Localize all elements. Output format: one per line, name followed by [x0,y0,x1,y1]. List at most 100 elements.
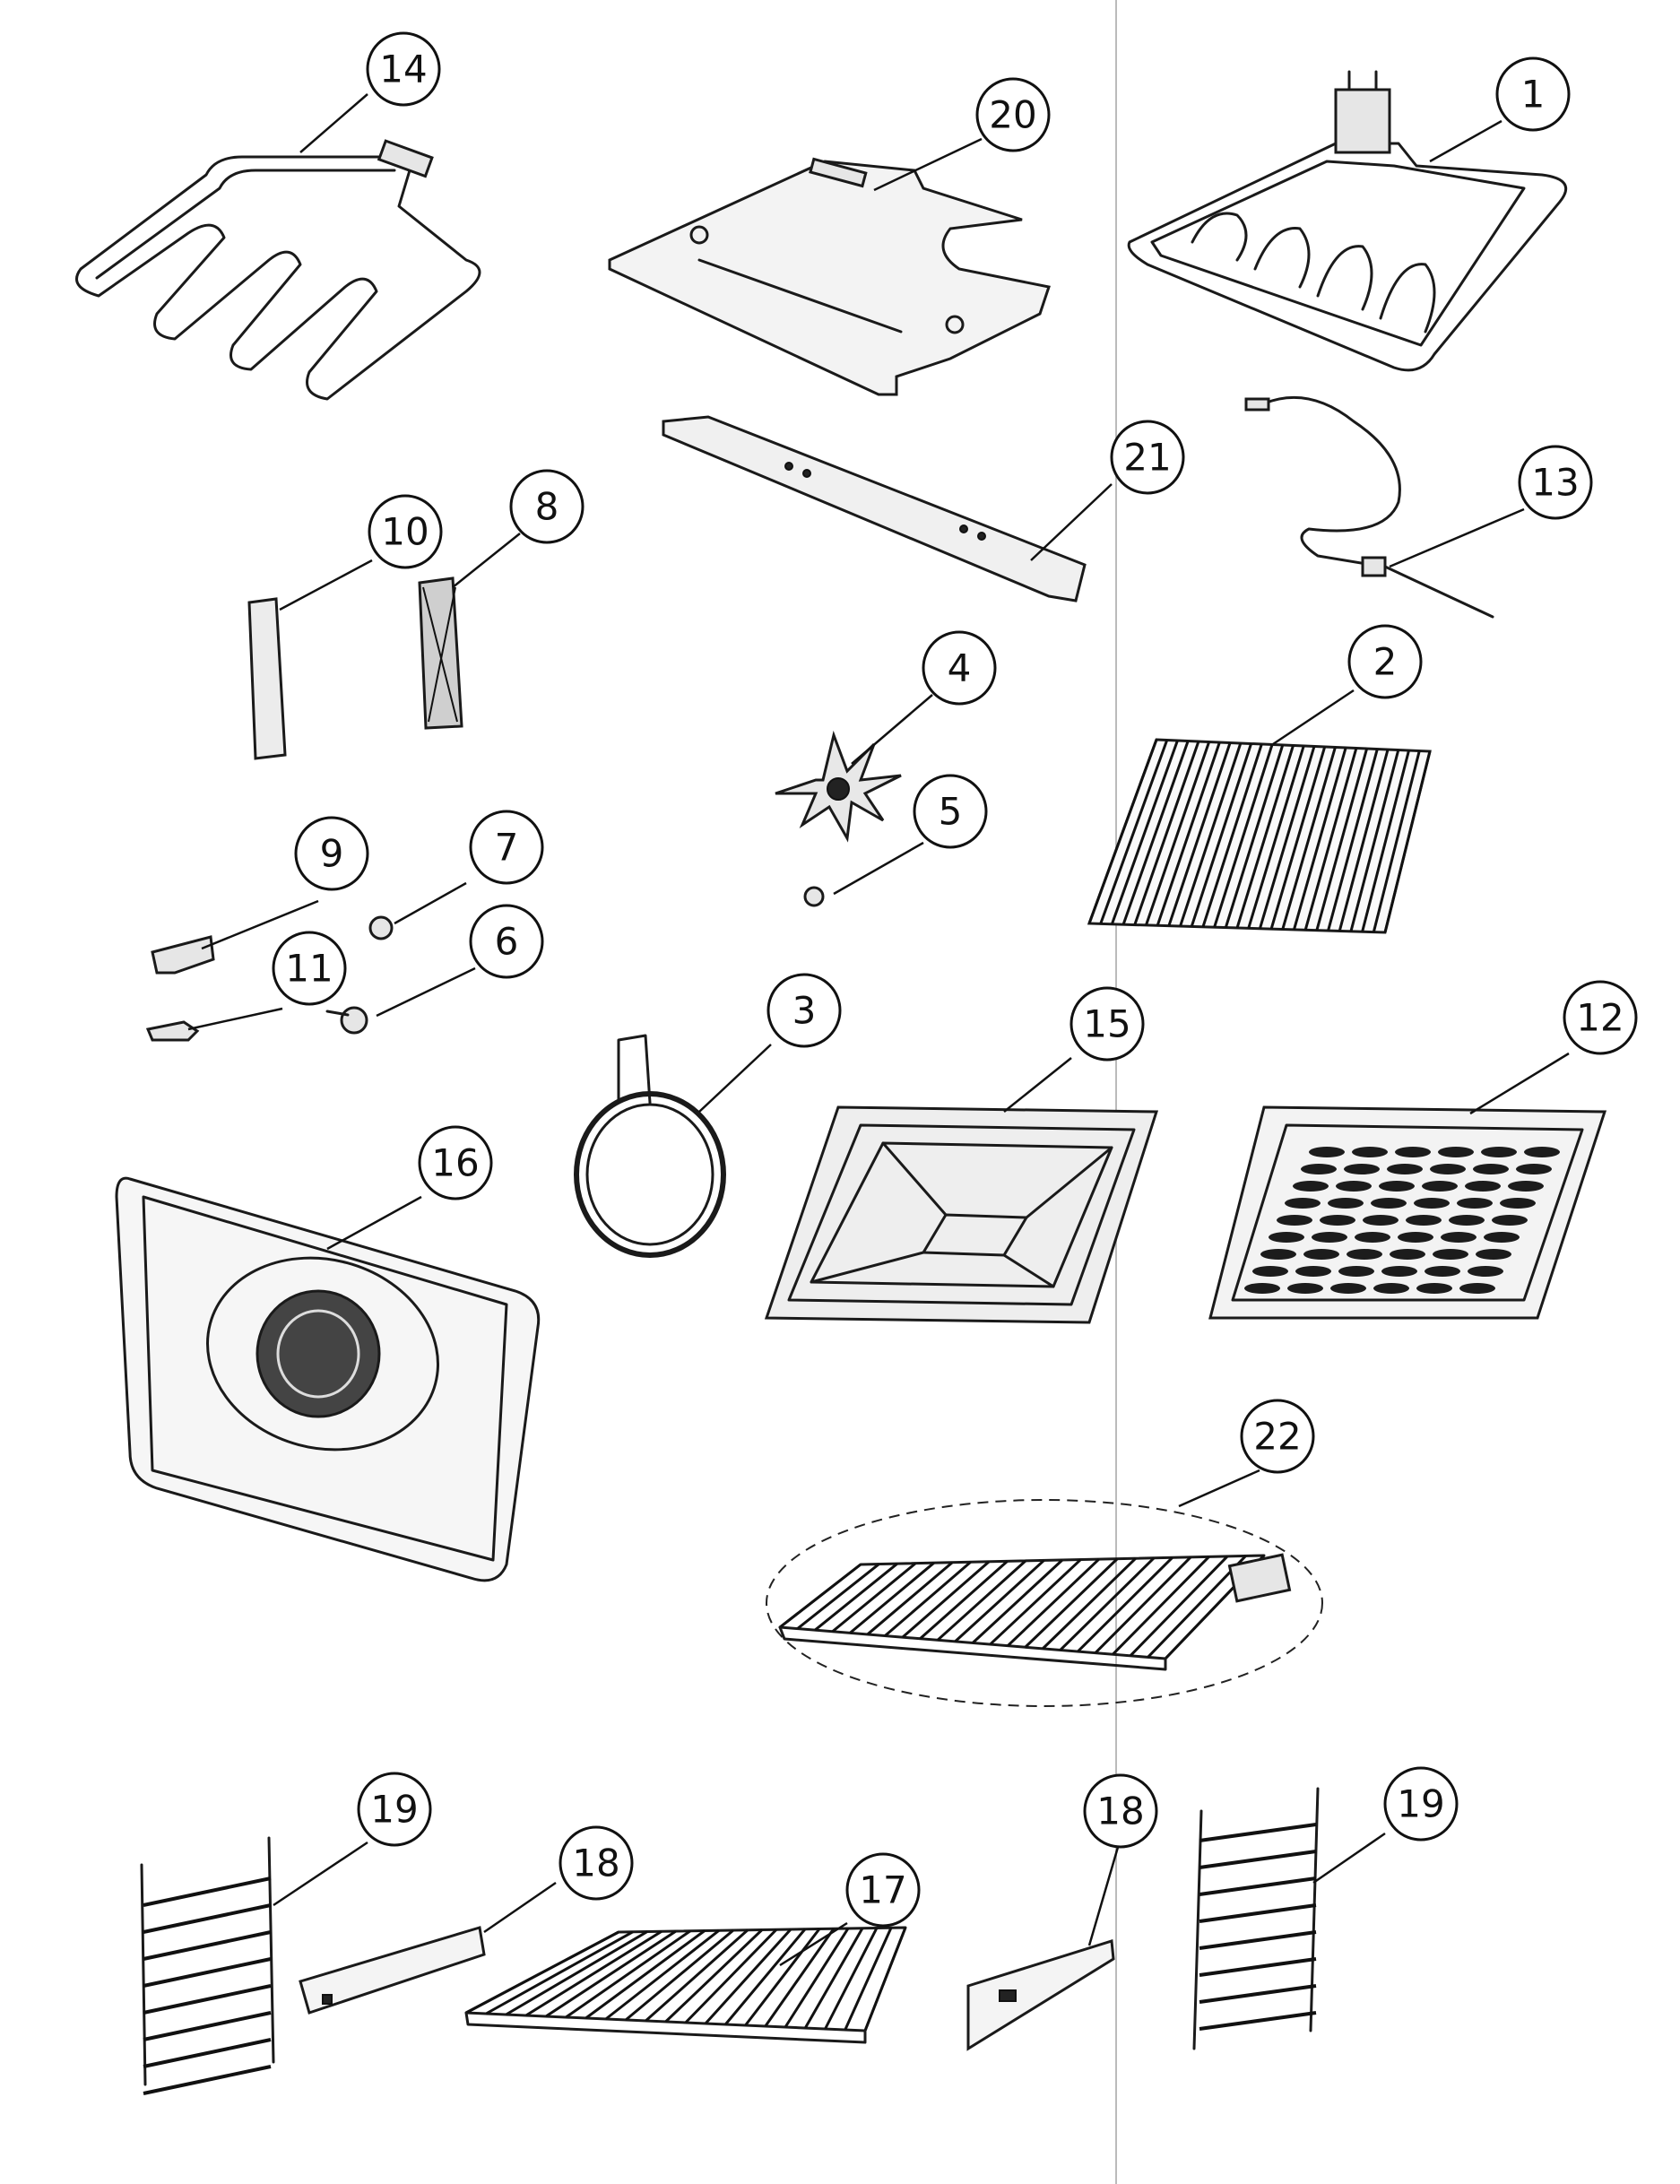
wire-bar [585,1929,706,2020]
svg-text:19: 19 [370,1788,418,1832]
wire-bar [1201,743,1263,928]
part-19-side-ladder-left [140,1836,275,2095]
drip-slot [1484,1232,1520,1243]
drip-slot [1301,1164,1337,1174]
svg-text:21: 21 [1123,436,1171,480]
wire-bar [1383,750,1432,933]
drip-slot [1459,1283,1495,1294]
wire-bar [1179,742,1243,927]
wire-bar [1303,748,1358,931]
callout-19-right: 19 [1383,1766,1459,1842]
wire-bar [1110,740,1179,925]
part-12-broiler-pan-insert [1208,1105,1607,1320]
part-2-broiler-grid [1087,738,1432,934]
wire-bar [545,1929,677,2018]
part-3-ring-element [574,1034,726,1258]
drip-slot [1422,1181,1458,1192]
wire-bar [664,1928,764,2024]
wire-bar [1372,750,1421,932]
svg-text:1: 1 [1521,73,1546,117]
wire-bar [1338,749,1390,932]
part-11-switch [145,1020,200,1042]
wire-bar [1087,739,1158,924]
wire-bar [744,1928,821,2026]
part-7-lamp-cover [368,915,394,940]
wire-bar [1213,744,1274,928]
callout-18-right: 18 [1083,1773,1158,1849]
wire-bar [143,1957,272,1988]
wire-bar [1121,741,1190,925]
drip-slot [1433,1249,1468,1260]
wire-bar [143,2038,272,2068]
svg-text:6: 6 [495,920,519,964]
svg-text:17: 17 [859,1868,906,1912]
callout-14: 14 [366,31,441,107]
wire-bar [1224,744,1285,929]
part-13-temperature-probe [1244,395,1494,619]
callout-8: 8 [509,469,585,544]
part-18-rail-right [966,1939,1115,2051]
svg-text:5: 5 [939,790,963,834]
callout-1: 1 [1495,56,1571,132]
part-10-gasket-strip [247,597,287,760]
drip-slot [1390,1249,1425,1260]
wire-bar [831,1562,917,1633]
part-9-lamp-holder [151,935,215,975]
svg-text:20: 20 [989,93,1036,137]
callout-11: 11 [272,931,347,1006]
drip-slot [1476,1249,1511,1260]
wire-bar [724,1928,807,2025]
wire-bar [1281,747,1337,930]
wire-bar [1167,742,1232,927]
drip-slot [1373,1283,1409,1294]
wire-bar [1007,1558,1100,1647]
wire-bar [919,1560,1009,1640]
drip-slot [1363,1215,1399,1226]
svg-text:4: 4 [948,646,972,690]
callout-7: 7 [469,810,544,885]
wire-bar [814,1562,898,1632]
wire-bar [954,1559,1045,1643]
drip-slot [1355,1232,1390,1243]
wire-bar [1199,2011,1317,2031]
part-22-oven-rack [766,1499,1323,1707]
drip-slot [1398,1232,1433,1243]
svg-text:13: 13 [1531,461,1579,505]
svg-text:18: 18 [1096,1790,1144,1833]
wire-bar [1199,1957,1317,1977]
drip-slot [1395,1147,1431,1157]
part-4-convection-fan-blade [775,730,902,843]
wire-bar [1199,1876,1317,1896]
drip-slot [1381,1266,1417,1277]
wire-bar [1235,745,1295,929]
drip-slot [1352,1147,1388,1157]
part-17-oven-rack [464,1926,907,2044]
svg-text:14: 14 [379,48,427,91]
callout-20: 20 [975,77,1051,152]
drip-slot [1465,1181,1501,1192]
drip-slot [1416,1283,1452,1294]
drip-slot [1441,1232,1476,1243]
leader-lines [187,93,1570,1967]
drip-slot [1312,1232,1347,1243]
wire-bar [565,1929,691,2019]
wire-bar [1129,1555,1229,1657]
wire-bar [1258,746,1316,930]
svg-text:8: 8 [535,485,559,529]
drip-slot [1347,1249,1382,1260]
wire-bar [1094,1556,1192,1654]
wire-bar [704,1928,792,2025]
wire-bar [936,1559,1027,1642]
drip-slot [1295,1266,1331,1277]
callout-21: 21 [1110,420,1185,495]
svg-text:16: 16 [431,1141,479,1185]
part-14-bake-element [75,139,481,401]
drip-slot [1328,1198,1364,1209]
callout-9: 9 [294,816,369,891]
drip-slot [1492,1215,1528,1226]
wire-bar [901,1560,991,1639]
wire-bar [796,1563,880,1630]
wire-bar [505,1930,648,2016]
wire-bar [684,1928,778,2024]
